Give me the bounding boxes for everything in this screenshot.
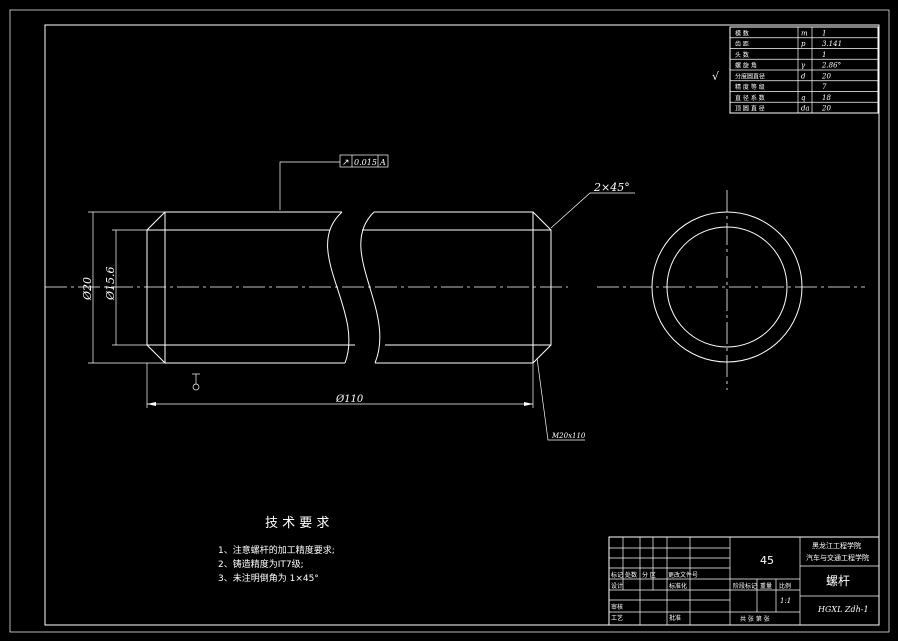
title-block: 标记 处数 分 区 更改文件号 设计 标准化 审核 工艺 批准 阶段标记 重量 … xyxy=(608,536,880,626)
tech-item-2: 2、铸造精度为IT7级; xyxy=(218,558,304,570)
tech-requirements: 技 术 要 求 1、注意螺杆的加工精度要求; 2、铸造精度为IT7级; 3、未注… xyxy=(218,516,335,584)
param-name-7: 顶 圆 直 径 xyxy=(735,105,765,113)
param-name-0: 模 数 xyxy=(735,29,749,37)
tb-drawing-no: HGXL Zdh-1 xyxy=(817,605,869,614)
param-name-4: 分度圆直径 xyxy=(735,72,765,80)
tb-stage-mark: 阶段标记 xyxy=(733,582,757,590)
tolerance-datum: A xyxy=(379,158,386,167)
outer-diameter-label: Ø20 xyxy=(81,277,94,301)
tb-sheets: 共 张 第 张 xyxy=(740,615,770,623)
chamfer-callout: 2×45° xyxy=(550,181,635,229)
param-symbol-7: da xyxy=(801,105,810,113)
parameter-table: 模 数 m 1 齿 距 p 3.141 头 数 1 螺 旋 角 γ 2.86° 分度圆直径 d 20 精 度… xyxy=(729,26,879,114)
thread-label: M20x110 xyxy=(551,432,586,440)
shaft-main-view xyxy=(45,211,568,364)
tb-process: 工艺 xyxy=(611,614,623,622)
runout-icon: ↗ xyxy=(342,158,350,168)
param-symbol-1: p xyxy=(801,40,806,48)
param-value-4: 20 xyxy=(821,72,831,80)
length-dimension: Ø110 xyxy=(146,363,534,408)
end-view xyxy=(597,190,865,390)
param-value-3: 2.86° xyxy=(821,62,841,70)
tb-zone: 分 区 xyxy=(642,571,656,579)
tb-school-line2: 汽车与交通工程学院 xyxy=(806,553,869,562)
chamfer-label: 2×45° xyxy=(593,181,630,194)
param-value-6: 18 xyxy=(822,94,831,102)
param-symbol-4: d xyxy=(801,72,806,80)
diameter-dimensions: Ø20 Ø15.6 xyxy=(81,211,165,364)
param-name-3: 螺 旋 角 xyxy=(735,62,757,70)
tech-item-3: 3、未注明倒角为 1×45° xyxy=(218,572,319,584)
tb-count: 处数 xyxy=(625,571,637,579)
tb-doc-no: 更改文件号 xyxy=(668,571,698,579)
param-name-5: 精 度 等 级 xyxy=(735,83,765,91)
param-symbol-0: m xyxy=(801,29,808,37)
param-value-5: 7 xyxy=(822,83,827,91)
tolerance-value: 0.015 xyxy=(354,158,377,167)
inner-frame xyxy=(44,24,880,626)
tech-item-1: 1、注意螺杆的加工精度要求; xyxy=(218,544,335,556)
tb-material: 45 xyxy=(760,554,774,567)
tb-review: 审核 xyxy=(611,603,623,611)
tb-ratio: 比例 xyxy=(779,582,791,590)
tb-designer: 设计 xyxy=(611,582,623,590)
outer-frame xyxy=(9,9,890,633)
inner-diameter-label: Ø15.6 xyxy=(104,266,117,301)
tb-standardize: 标准化 xyxy=(669,582,687,590)
tb-school-line1: 黑龙江工程学院 xyxy=(812,541,861,550)
param-name-1: 齿 距 xyxy=(735,40,749,48)
thread-callout: M20x110 xyxy=(536,357,586,441)
param-symbol-6: q xyxy=(801,94,806,102)
param-value-1: 3.141 xyxy=(822,40,842,48)
roughness-mark-icon xyxy=(192,373,200,391)
param-value-0: 1 xyxy=(822,29,826,37)
roughness-general-icon: √ xyxy=(712,70,720,83)
tech-title: 技 术 要 求 xyxy=(265,516,329,531)
param-name-6: 直 径 系 数 xyxy=(735,94,765,102)
param-value-2: 1 xyxy=(822,51,826,59)
param-value-7: 20 xyxy=(821,105,831,113)
tb-mark: 标记 xyxy=(611,571,623,579)
param-name-2: 头 数 xyxy=(735,51,749,59)
tb-part-name: 螺杆 xyxy=(826,574,850,588)
length-label: Ø110 xyxy=(335,394,364,405)
tb-weight: 重量 xyxy=(760,582,772,590)
tb-scale: 1:1 xyxy=(780,597,791,605)
param-symbol-3: γ xyxy=(801,62,806,70)
geometric-tolerance: ↗ 0.015 A xyxy=(279,154,389,210)
tb-approve: 批准 xyxy=(669,614,681,622)
